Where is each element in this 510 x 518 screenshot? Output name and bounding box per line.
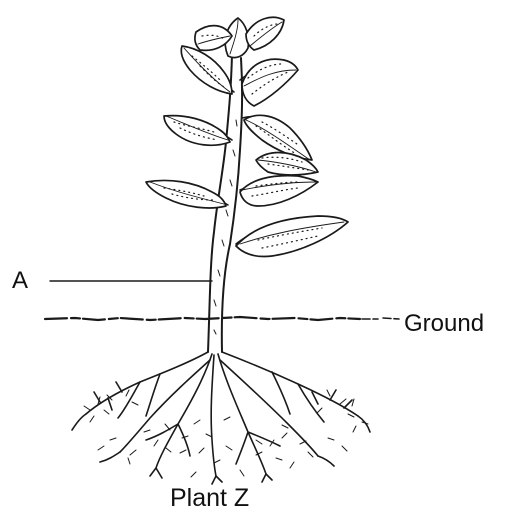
leaf-lower-right [236, 216, 348, 257]
leaves [146, 17, 348, 256]
ground-line-right [362, 318, 399, 319]
ground-line [45, 317, 360, 320]
leaf-upper-left [164, 116, 230, 146]
leaf-middle-right [240, 176, 318, 206]
diagram-caption: Plant Z [170, 484, 249, 513]
root-hairs [84, 390, 368, 477]
root-system [72, 352, 370, 484]
label-ground: Ground [404, 310, 484, 338]
label-a: A [12, 267, 28, 295]
